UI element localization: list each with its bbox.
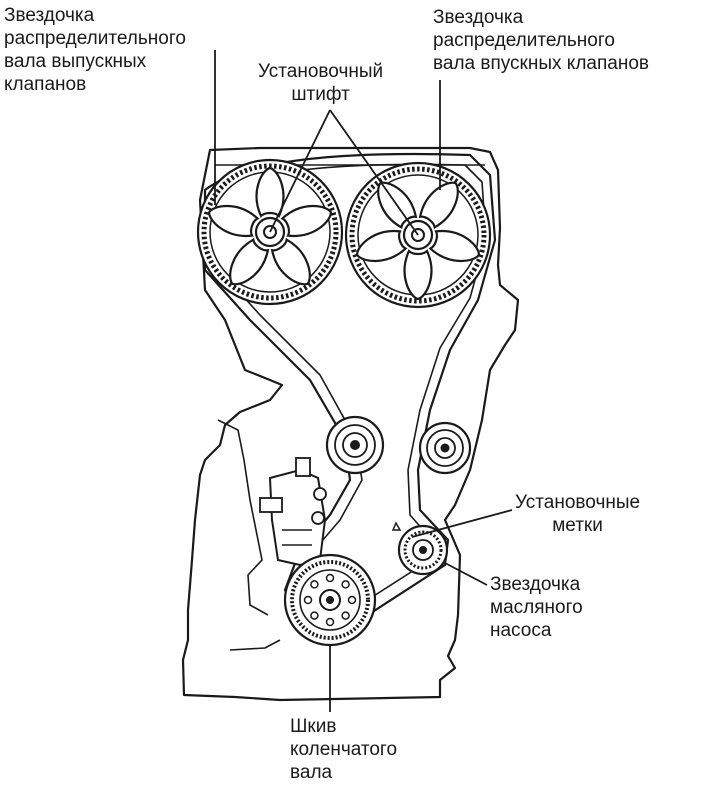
oil-pump-sprocket-label: Звездочка масляного насоса — [490, 574, 583, 641]
block-left-contour — [217, 419, 269, 616]
timing-mark-triangle — [391, 521, 402, 531]
oil-pump-sprocket — [397, 524, 449, 576]
auto-tensioner — [259, 457, 327, 567]
dowel-pin-label: Установочный штифт — [258, 61, 384, 105]
crankshaft-pulley-label: Шкив коленчатого вала — [290, 716, 398, 783]
exhaust-cam-sprocket-label: Звездочка распределительного вала выпуск… — [4, 5, 186, 95]
intake-cam-sprocket-label: Звездочка распределительного вала впускн… — [433, 7, 649, 74]
engine-block-outline — [181, 146, 520, 702]
leader-lines — [214, 50, 513, 712]
tensioner-pulley — [418, 421, 472, 475]
timing-marks-label: Установочные метки — [515, 492, 641, 536]
crankshaft-pulley — [283, 553, 377, 647]
block-bottom-contour — [229, 639, 281, 651]
idler-pulley — [325, 415, 385, 475]
